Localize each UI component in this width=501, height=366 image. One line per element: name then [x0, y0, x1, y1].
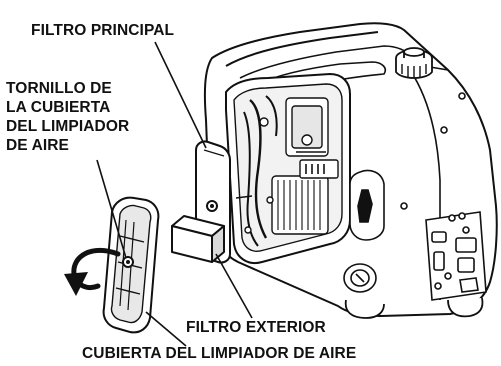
cover-screw-label-line1: TORNILLO DE [6, 80, 112, 97]
cover-screw-label-line2: LA CUBIERTA [6, 99, 111, 116]
air-cleaner-cover [102, 196, 160, 334]
rotate-arrow-icon [64, 247, 121, 296]
air-cleaner-cover-label: CUBIERTA DEL LIMPIADOR DE AIRE [82, 345, 357, 362]
outer-filter-block [171, 215, 225, 263]
fuel-cap-icon [395, 47, 433, 79]
main-filter-label: FILTRO PRINCIPAL [31, 22, 175, 39]
leader-lines [96, 41, 253, 347]
cover-screw-label: TORNILLO DE LA CUBIERTA DEL LIMPIADOR DE… [6, 79, 129, 155]
outer-filter-label: FILTRO EXTERIOR [186, 319, 326, 336]
cover-screw-label-line3: DEL LIMPIADOR [6, 118, 130, 135]
cover-screw-label-line4: DE AIRE [6, 137, 69, 154]
control-panel [343, 92, 487, 301]
engine-internals [235, 95, 339, 247]
